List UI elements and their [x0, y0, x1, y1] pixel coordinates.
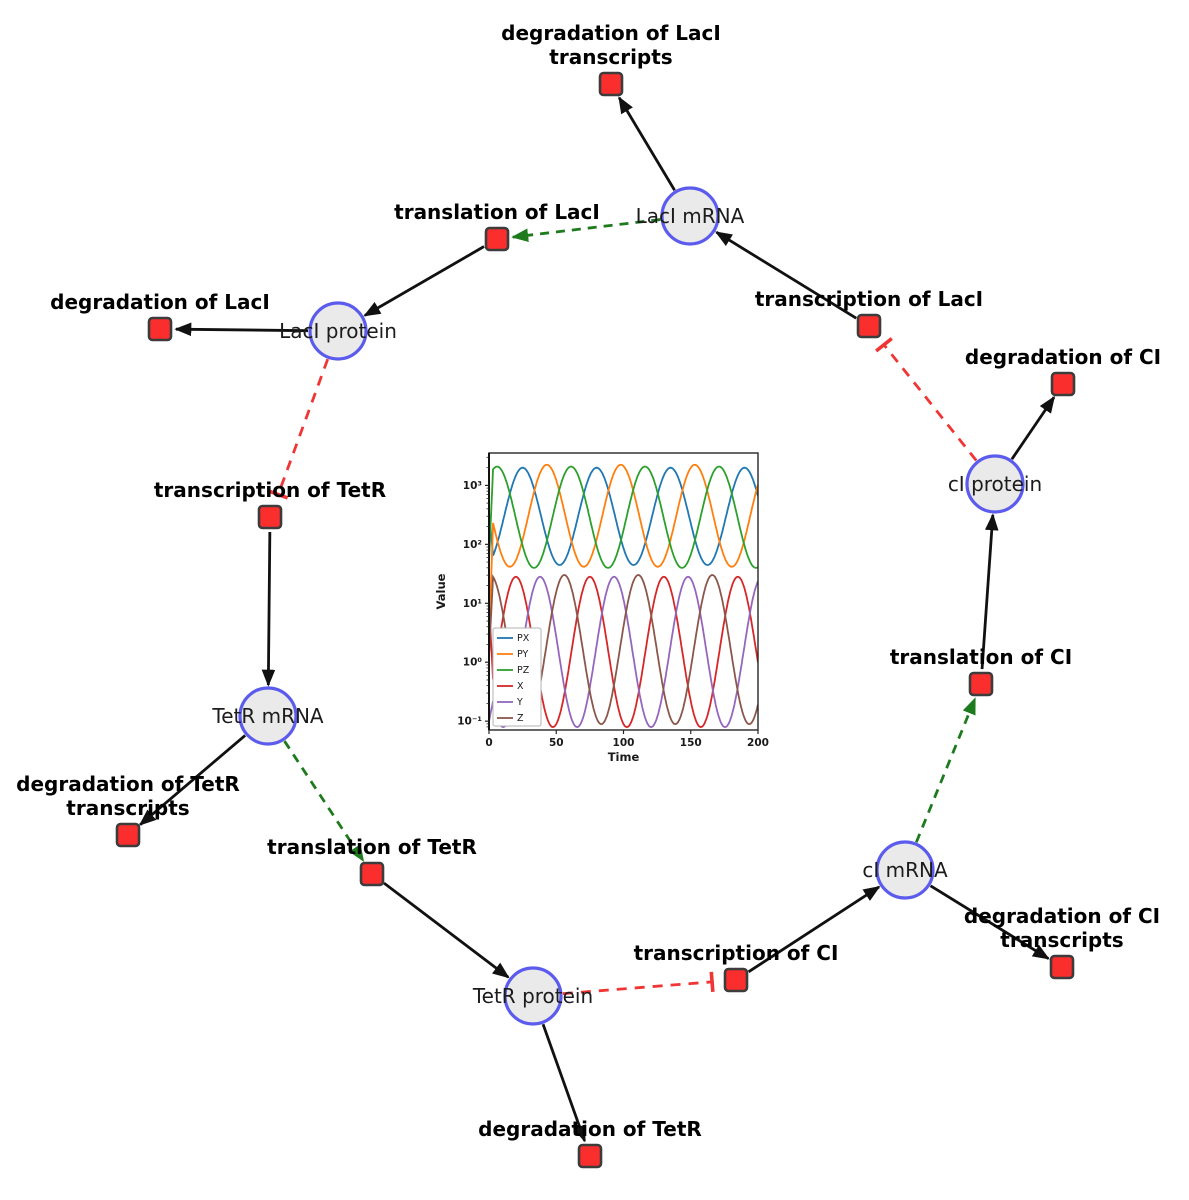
reaction-label-deg-laci-tx: transcripts: [549, 45, 672, 69]
species-label-tetr-protein: TetR protein: [472, 984, 593, 1008]
species-node-ci-protein[interactable]: [965, 454, 1025, 514]
nodes-layer: [115, 71, 1076, 1169]
reaction-label-deg-tetr-tx: transcripts: [66, 796, 189, 820]
species-label-ci-protein: cI protein: [948, 472, 1042, 496]
edge-product-tc-laci-laci-mrna: [714, 231, 857, 320]
reaction-node-tc-laci[interactable]: [856, 313, 882, 339]
species-node-tetr-protein[interactable]: [503, 966, 563, 1026]
species-label-laci-protein: LacI protein: [279, 319, 397, 343]
species-node-tetr-mrna[interactable]: [238, 686, 298, 746]
x-tick-label: 0: [485, 737, 492, 749]
edge-reactant-ci-mrna-deg-ci-tx: [929, 884, 1050, 960]
chart-series-Y: [489, 575, 758, 729]
species-label-tetr-mrna: TetR mRNA: [211, 704, 324, 728]
reaction-label-deg-ci: degradation of CI: [965, 345, 1161, 369]
chart-series-PY: [489, 463, 758, 645]
chart-series-PX: [489, 466, 758, 566]
reaction-node-tc-ci[interactable]: [723, 967, 749, 993]
reaction-label-deg-ci-tx: degradation of CI: [964, 904, 1160, 928]
edge-product-tl-ci-ci-protein: [980, 513, 999, 670]
edge-modifier-laci-mrna-tl-laci: [511, 218, 661, 243]
edge-inhibition-laci-protein-tc-tetr: [276, 358, 330, 495]
reaction-node-deg-ci[interactable]: [1050, 371, 1076, 397]
reaction-node-tl-laci[interactable]: [484, 226, 510, 252]
y-tick-label: 10²: [463, 539, 483, 551]
species-node-laci-mrna[interactable]: [660, 186, 720, 246]
reaction-label-tc-ci: transcription of CI: [634, 941, 839, 965]
legend-label-Z: Z: [517, 713, 524, 724]
reaction-label-tl-tetr: translation of TetR: [267, 835, 477, 859]
reaction-label-tl-laci: translation of LacI: [394, 200, 600, 224]
y-axis-label: Value: [434, 573, 448, 609]
edge-product-tc-ci-ci-mrna: [747, 885, 881, 973]
edge-reactant-tetr-mrna-deg-tetr-tx: [138, 734, 247, 826]
reaction-label-deg-laci: degradation of LacI: [50, 290, 270, 314]
reaction-label-tl-ci: translation of CI: [890, 645, 1072, 669]
inhibition-tbar-icon: [709, 971, 715, 992]
chart-series-PZ: [489, 465, 758, 569]
edge-product-tc-tetr-tetr-mrna: [261, 531, 276, 687]
reaction-node-deg-ci-tx[interactable]: [1049, 954, 1075, 980]
reaction-node-deg-tetr[interactable]: [577, 1143, 603, 1169]
chart-legend: PX PY PZ XYZ: [492, 627, 542, 727]
reaction-label-deg-laci-tx: degradation of LacI: [501, 21, 721, 45]
species-label-laci-mrna: LacI mRNA: [636, 204, 745, 228]
legend-label-PY: PY: [517, 649, 529, 660]
legend-label-PX: PX: [517, 633, 530, 644]
edge-reactant-ci-protein-deg-ci: [1010, 395, 1056, 460]
edge-modifier-ci-mrna-tl-ci: [915, 697, 977, 843]
reaction-node-tl-ci[interactable]: [968, 671, 994, 697]
edge-inhibition-tetr-protein-tc-ci: [562, 980, 713, 996]
y-tick-label: 10¹: [463, 598, 483, 610]
species-node-ci-mrna[interactable]: [875, 840, 935, 900]
edge-reactant-laci-protein-deg-laci: [174, 322, 309, 337]
reaction-node-deg-tetr-tx[interactable]: [115, 822, 141, 848]
reaction-node-tl-tetr[interactable]: [359, 861, 385, 887]
species-label-ci-mrna: cI mRNA: [862, 858, 948, 882]
legend-label-X: X: [517, 681, 524, 692]
labels-layer: degradation of LacItranscriptstranslatio…: [16, 21, 1161, 1141]
legend-label-PZ: PZ: [517, 665, 530, 676]
edge-reactant-laci-mrna-deg-laci-tx: [618, 96, 676, 191]
species-node-laci-protein[interactable]: [308, 301, 368, 361]
x-tick-label: 100: [613, 737, 635, 749]
edge-product-tl-laci-laci-protein: [363, 245, 485, 317]
legend-label-Y: Y: [516, 697, 523, 708]
inhibition-tbar-icon: [268, 489, 289, 500]
inhibition-tbar-icon: [875, 337, 893, 353]
edge-reactant-tetr-protein-deg-tetr: [541, 1023, 586, 1143]
reaction-label-deg-tetr: degradation of TetR: [478, 1117, 702, 1141]
x-tick-label: 200: [747, 737, 769, 749]
reaction-node-deg-laci[interactable]: [147, 316, 173, 342]
reaction-label-tc-tetr: transcription of TetR: [154, 478, 386, 502]
y-tick-label: 10³: [463, 480, 483, 492]
reaction-node-tc-tetr[interactable]: [257, 504, 283, 530]
edges-layer: [138, 96, 1056, 1143]
reaction-label-deg-tetr-tx: degradation of TetR: [16, 772, 240, 796]
reaction-node-deg-laci-tx[interactable]: [598, 71, 624, 97]
reaction-label-tc-laci: transcription of LacI: [755, 287, 983, 311]
y-tick-label: 10⁰: [463, 657, 483, 669]
edge-modifier-tetr-mrna-tl-tetr: [283, 740, 365, 863]
y-tick-label: 10⁻¹: [457, 716, 482, 728]
x-tick-label: 150: [680, 737, 702, 749]
x-tick-label: 50: [549, 737, 564, 749]
x-axis-label: Time: [608, 750, 640, 764]
edge-product-tl-tetr-tetr-protein: [383, 881, 510, 979]
reaction-label-deg-ci-tx: transcripts: [1000, 928, 1123, 952]
edge-inhibition-ci-protein-tc-laci: [882, 343, 978, 462]
